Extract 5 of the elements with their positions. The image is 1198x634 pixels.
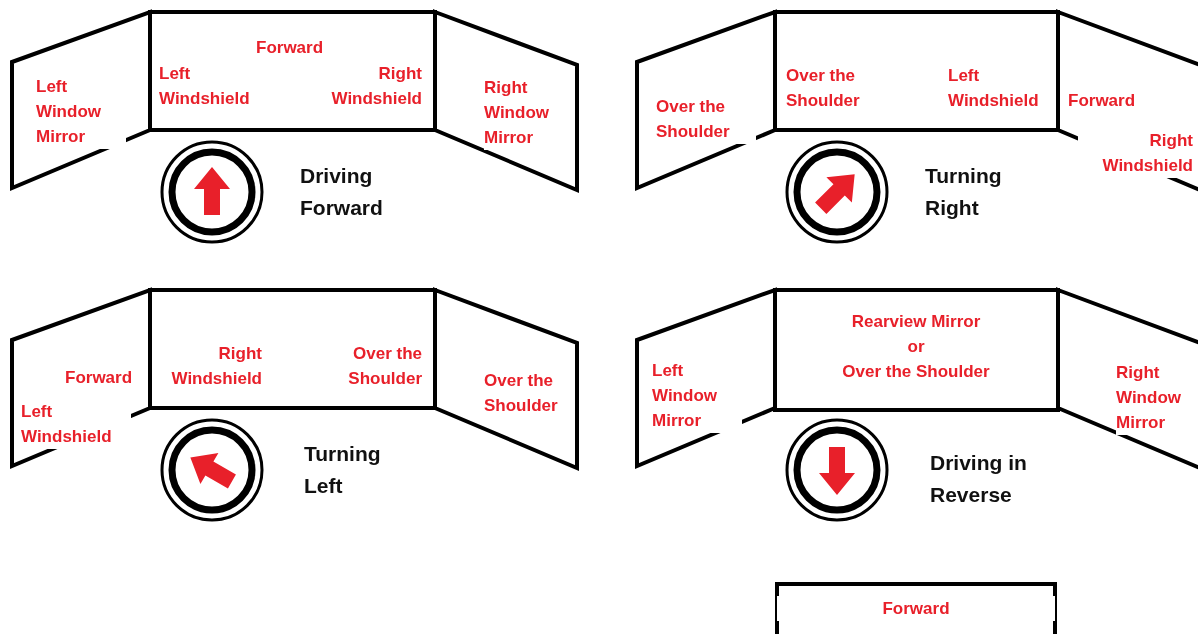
caption-text: Turning Right [925, 163, 1003, 221]
caption-text: Turning Left [304, 441, 382, 499]
view-label: Forward [777, 596, 1055, 621]
caption-text: Driving Forward [300, 163, 384, 221]
caption-text: Driving in Reverse [930, 450, 1028, 508]
